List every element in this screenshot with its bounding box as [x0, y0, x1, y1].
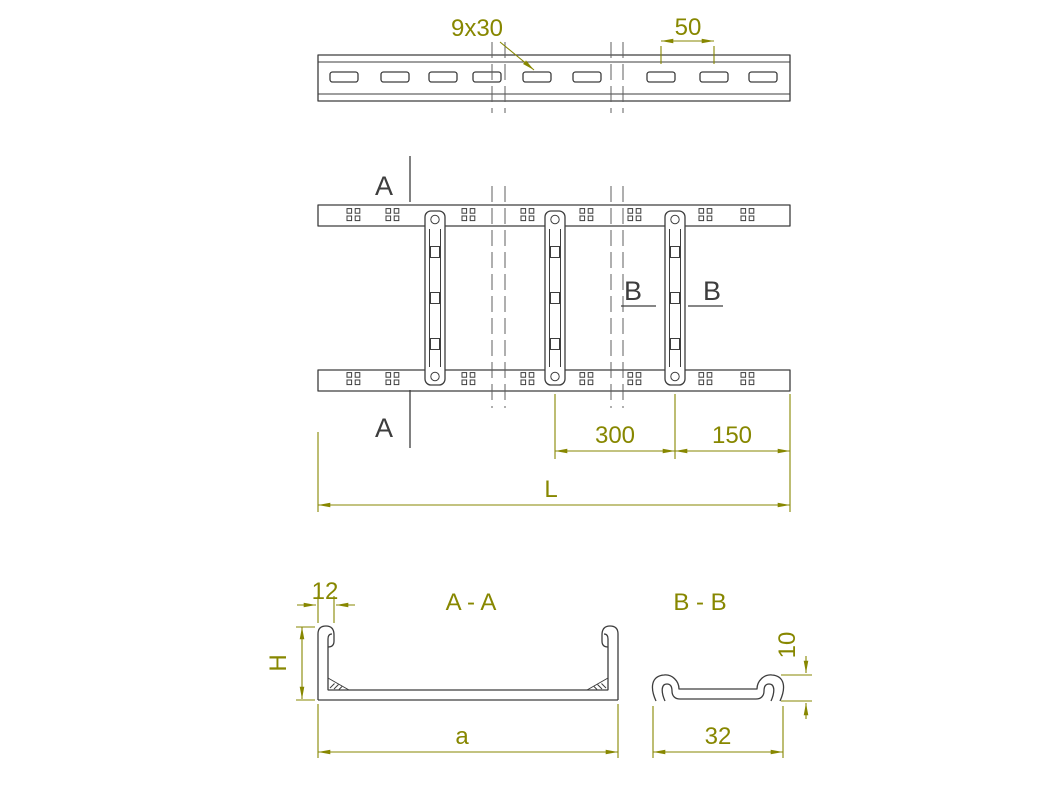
rung-1 — [424, 210, 446, 386]
flange-width-label: 12 — [312, 578, 339, 605]
rung-3 — [664, 210, 686, 386]
section-marker-b-left: B — [624, 276, 642, 306]
section-marker-a-top: A — [375, 171, 393, 201]
section-bb-view: B - B 10 32 — [651, 589, 812, 758]
leader-line — [499, 41, 535, 71]
corner-gusset-right — [586, 677, 609, 691]
end-spacing-dimension: 150 — [675, 394, 791, 512]
slot-pitch-label: 50 — [675, 14, 702, 41]
overall-length-label: L — [544, 476, 557, 503]
rail-slots — [329, 71, 778, 83]
rung-2 — [544, 210, 566, 386]
channel-profile — [317, 625, 619, 701]
corner-gusset-left — [327, 677, 350, 691]
rung-profile — [651, 674, 785, 702]
slot-size-callout: 9x30 — [451, 15, 535, 71]
rung-height-dimension: 10 — [774, 632, 812, 719]
slot-size-label: 9x30 — [451, 15, 503, 42]
rung-width-dimension: 32 — [652, 706, 784, 758]
section-b-markers: B B — [621, 276, 723, 307]
section-marker-a-bottom: A — [375, 413, 393, 443]
rung-spacing-label: 300 — [595, 422, 635, 449]
section-a-markers: A A — [375, 156, 411, 448]
section-bb-title: B - B — [673, 589, 726, 616]
section-marker-b-right: B — [703, 276, 721, 306]
width-label-a: a — [455, 723, 469, 750]
slot-pitch-dimension: 50 — [660, 14, 715, 64]
width-dimension-a: a — [317, 704, 619, 758]
flange-width-dimension: 12 — [297, 578, 355, 623]
rung-spacing-dimension: 300 — [554, 394, 676, 459]
break-lines-plan — [491, 186, 624, 408]
ladder-plan-view: A A B B 300 150 L — [317, 156, 791, 512]
break-lines-top — [491, 42, 624, 113]
overall-length-dimension: L — [317, 432, 790, 512]
rail-outline — [317, 54, 791, 102]
section-aa-view: A - A 12 — [265, 578, 619, 758]
section-aa-title: A - A — [446, 589, 497, 616]
height-dimension: H — [265, 626, 315, 701]
rail-side-view: 9x30 50 — [317, 14, 791, 113]
height-label: H — [265, 654, 292, 671]
end-spacing-label: 150 — [712, 422, 752, 449]
rung-height-label: 10 — [774, 632, 801, 659]
rung-width-label: 32 — [705, 723, 732, 750]
